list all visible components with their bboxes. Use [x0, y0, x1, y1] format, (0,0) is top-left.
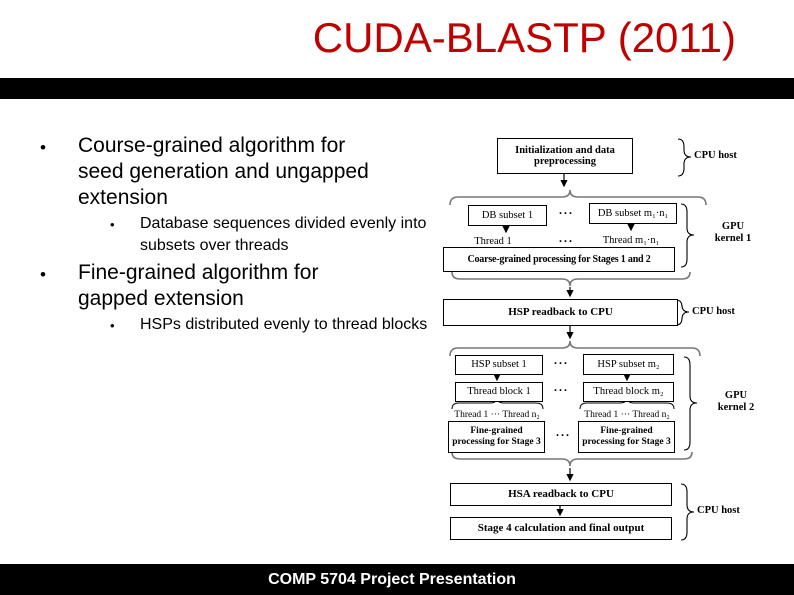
- gpu-label: GPU: [724, 390, 748, 401]
- db-subset-1-box: DB subset 1: [468, 205, 547, 226]
- hsa-readback-box: HSA readback to CPU: [450, 483, 672, 506]
- kernel-1-label: kernel 1: [714, 233, 752, 244]
- footer-text: COMP 5704 Project Presentation: [268, 570, 516, 588]
- sub-bullet-text: HSPs distributed evenly to thread blocks: [140, 316, 428, 333]
- fine-grained-line2: processing for Stage 3: [582, 437, 671, 447]
- kernel-2-label: kernel 2: [717, 402, 755, 413]
- bullet-text: Course-grained algorithm for seed genera…: [78, 134, 369, 209]
- hsp-readback-box: HSP readback to CPU: [443, 299, 678, 326]
- gpu-kernel-1-label: GPU kernel 1: [697, 221, 769, 245]
- cpu-host-label-bottom: CPU host: [697, 505, 740, 516]
- ellipsis: ···: [558, 234, 574, 248]
- ellipsis: ···: [555, 428, 571, 442]
- gpu-label: GPU: [721, 221, 745, 232]
- slide-title: CUDA-BLASTP (2011): [312, 14, 736, 61]
- db-subset-n-box: DB subset m₁·n₁: [589, 203, 677, 224]
- coarse-grained-box: Coarse-grained processing for Stages 1 a…: [443, 247, 675, 272]
- bullet-marker: •: [110, 217, 115, 232]
- bullet-marker: •: [40, 138, 46, 157]
- sub-bullet-item: • Database sequences divided evenly into…: [110, 213, 440, 257]
- hsp-subset-m-box: HSP subset m₂: [583, 354, 674, 375]
- thread-n-label: Thread m₁·n₁: [602, 235, 660, 246]
- thread-1-label: Thread 1: [474, 236, 512, 247]
- bullet-item: • Course-grained algorithm for seed gene…: [40, 133, 440, 211]
- bullet-marker: •: [40, 265, 46, 284]
- thread-block-m-box: Thread block m₂: [583, 382, 674, 402]
- threads-row-left: Thread 1 ··· Thread n₂: [454, 410, 540, 420]
- ellipsis: ···: [553, 356, 569, 370]
- init-box: Initialization and data preprocessing: [497, 138, 633, 174]
- fine-grained-box-left: Fine-grained processing for Stage 3: [448, 421, 545, 453]
- ellipsis: ···: [553, 383, 569, 397]
- fine-grained-line1: Fine-grained: [470, 426, 523, 436]
- bullet-item: • Fine-grained algorithm for gapped exte…: [40, 260, 440, 312]
- bullet-text: Fine-grained algorithm for gapped extens…: [78, 261, 319, 310]
- bullet-list: • Course-grained algorithm for seed gene…: [40, 133, 440, 340]
- gpu-kernel-2-label: GPU kernel 2: [700, 390, 772, 414]
- fine-grained-box-right: Fine-grained processing for Stage 3: [578, 421, 675, 453]
- footer-bar: COMP 5704 Project Presentation: [0, 564, 794, 595]
- stage4-box: Stage 4 calculation and final output: [450, 517, 672, 540]
- fine-grained-line2: processing for Stage 3: [452, 437, 541, 447]
- sub-bullet-item: • HSPs distributed evenly to thread bloc…: [110, 314, 440, 337]
- fine-grained-line1: Fine-grained: [600, 426, 653, 436]
- ellipsis: ···: [558, 206, 574, 220]
- sub-bullet-text: Database sequences divided evenly into s…: [140, 215, 427, 254]
- cpu-host-label-mid: CPU host: [692, 306, 735, 317]
- bullet-marker: •: [110, 318, 115, 333]
- thread-block-1-box: Thread block 1: [455, 382, 543, 402]
- hsp-subset-1-box: HSP subset 1: [455, 355, 543, 375]
- cpu-host-label-top: CPU host: [694, 150, 737, 161]
- host-brace: [675, 138, 698, 541]
- threads-row-right: Thread 1 ··· Thread n₂: [584, 410, 670, 420]
- title-divider-bar: [0, 78, 794, 99]
